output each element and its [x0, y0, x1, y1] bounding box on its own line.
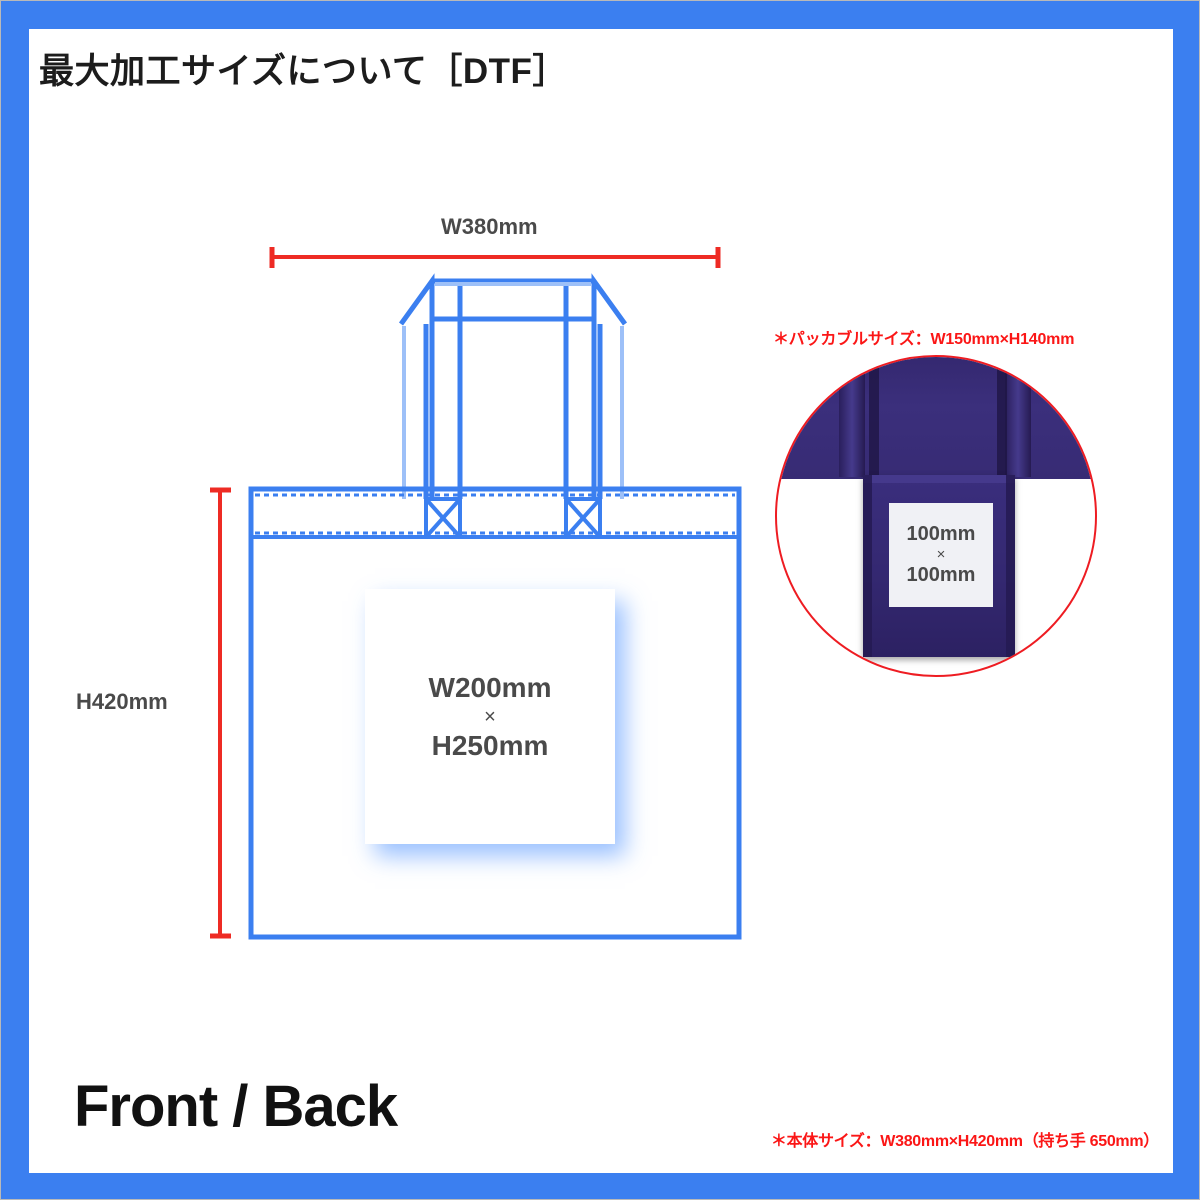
height-dimension-line	[210, 487, 231, 939]
pocket-print-multiply-sign: ×	[936, 546, 946, 563]
bag-handle-inner-fill	[402, 282, 624, 499]
handle-stitch-x-left	[424, 497, 462, 539]
pocket-print-width: 100mm	[906, 523, 976, 545]
print-area-height: H250mm	[431, 729, 549, 761]
packable-pocket-seam	[863, 475, 1015, 483]
print-area-multiply-sign: ×	[484, 705, 496, 728]
handle-stitch-x-right	[564, 497, 602, 539]
width-dimension-line	[269, 247, 721, 268]
print-area-front-back: W200mm × H250mm	[365, 589, 615, 844]
photo-handle-right-strap	[1005, 357, 1031, 477]
bag-technical-drawing: W380mm H420mm W200mm × H250mm	[29, 29, 1173, 1173]
pocket-print-area-label: 100mm × 100mm	[889, 503, 993, 607]
bag-outline-svg	[210, 247, 742, 940]
bag-photo-upper-fabric	[777, 357, 1095, 479]
bag-top-band-stitching	[255, 493, 735, 535]
inset-circle-photo: 100mm × 100mm	[775, 355, 1097, 677]
photo-handle-left-strap	[839, 357, 865, 477]
print-area-width: W200mm	[428, 672, 552, 704]
packable-pocket-inset: ＊パッカブルサイズ：W150mm×H140mm 100mm × 100mm	[773, 325, 1103, 687]
width-dimension-label: W380mm	[441, 214, 538, 239]
photo-handle-right-shadow	[997, 357, 1007, 477]
body-size-note: ＊本体サイズ：W380mm×H420mm（持ち手 650mm）	[770, 1133, 1159, 1150]
view-label-front-back: Front / Back	[74, 1074, 398, 1139]
pocket-print-height: 100mm	[906, 564, 976, 586]
bag-body-outline	[248, 486, 742, 940]
packable-pocket-left-edge	[863, 475, 872, 657]
photo-handle-left-shadow	[869, 357, 879, 477]
page-title: 最大加工サイズについて［DTF］	[39, 52, 568, 91]
height-dimension-label: H420mm	[76, 689, 168, 714]
packable-size-note: ＊パッカブルサイズ：W150mm×H140mm	[773, 331, 1075, 348]
bag-handles	[398, 273, 628, 499]
packable-pocket-right-edge	[1006, 475, 1015, 657]
content-canvas: 最大加工サイズについて［DTF］	[29, 29, 1173, 1173]
